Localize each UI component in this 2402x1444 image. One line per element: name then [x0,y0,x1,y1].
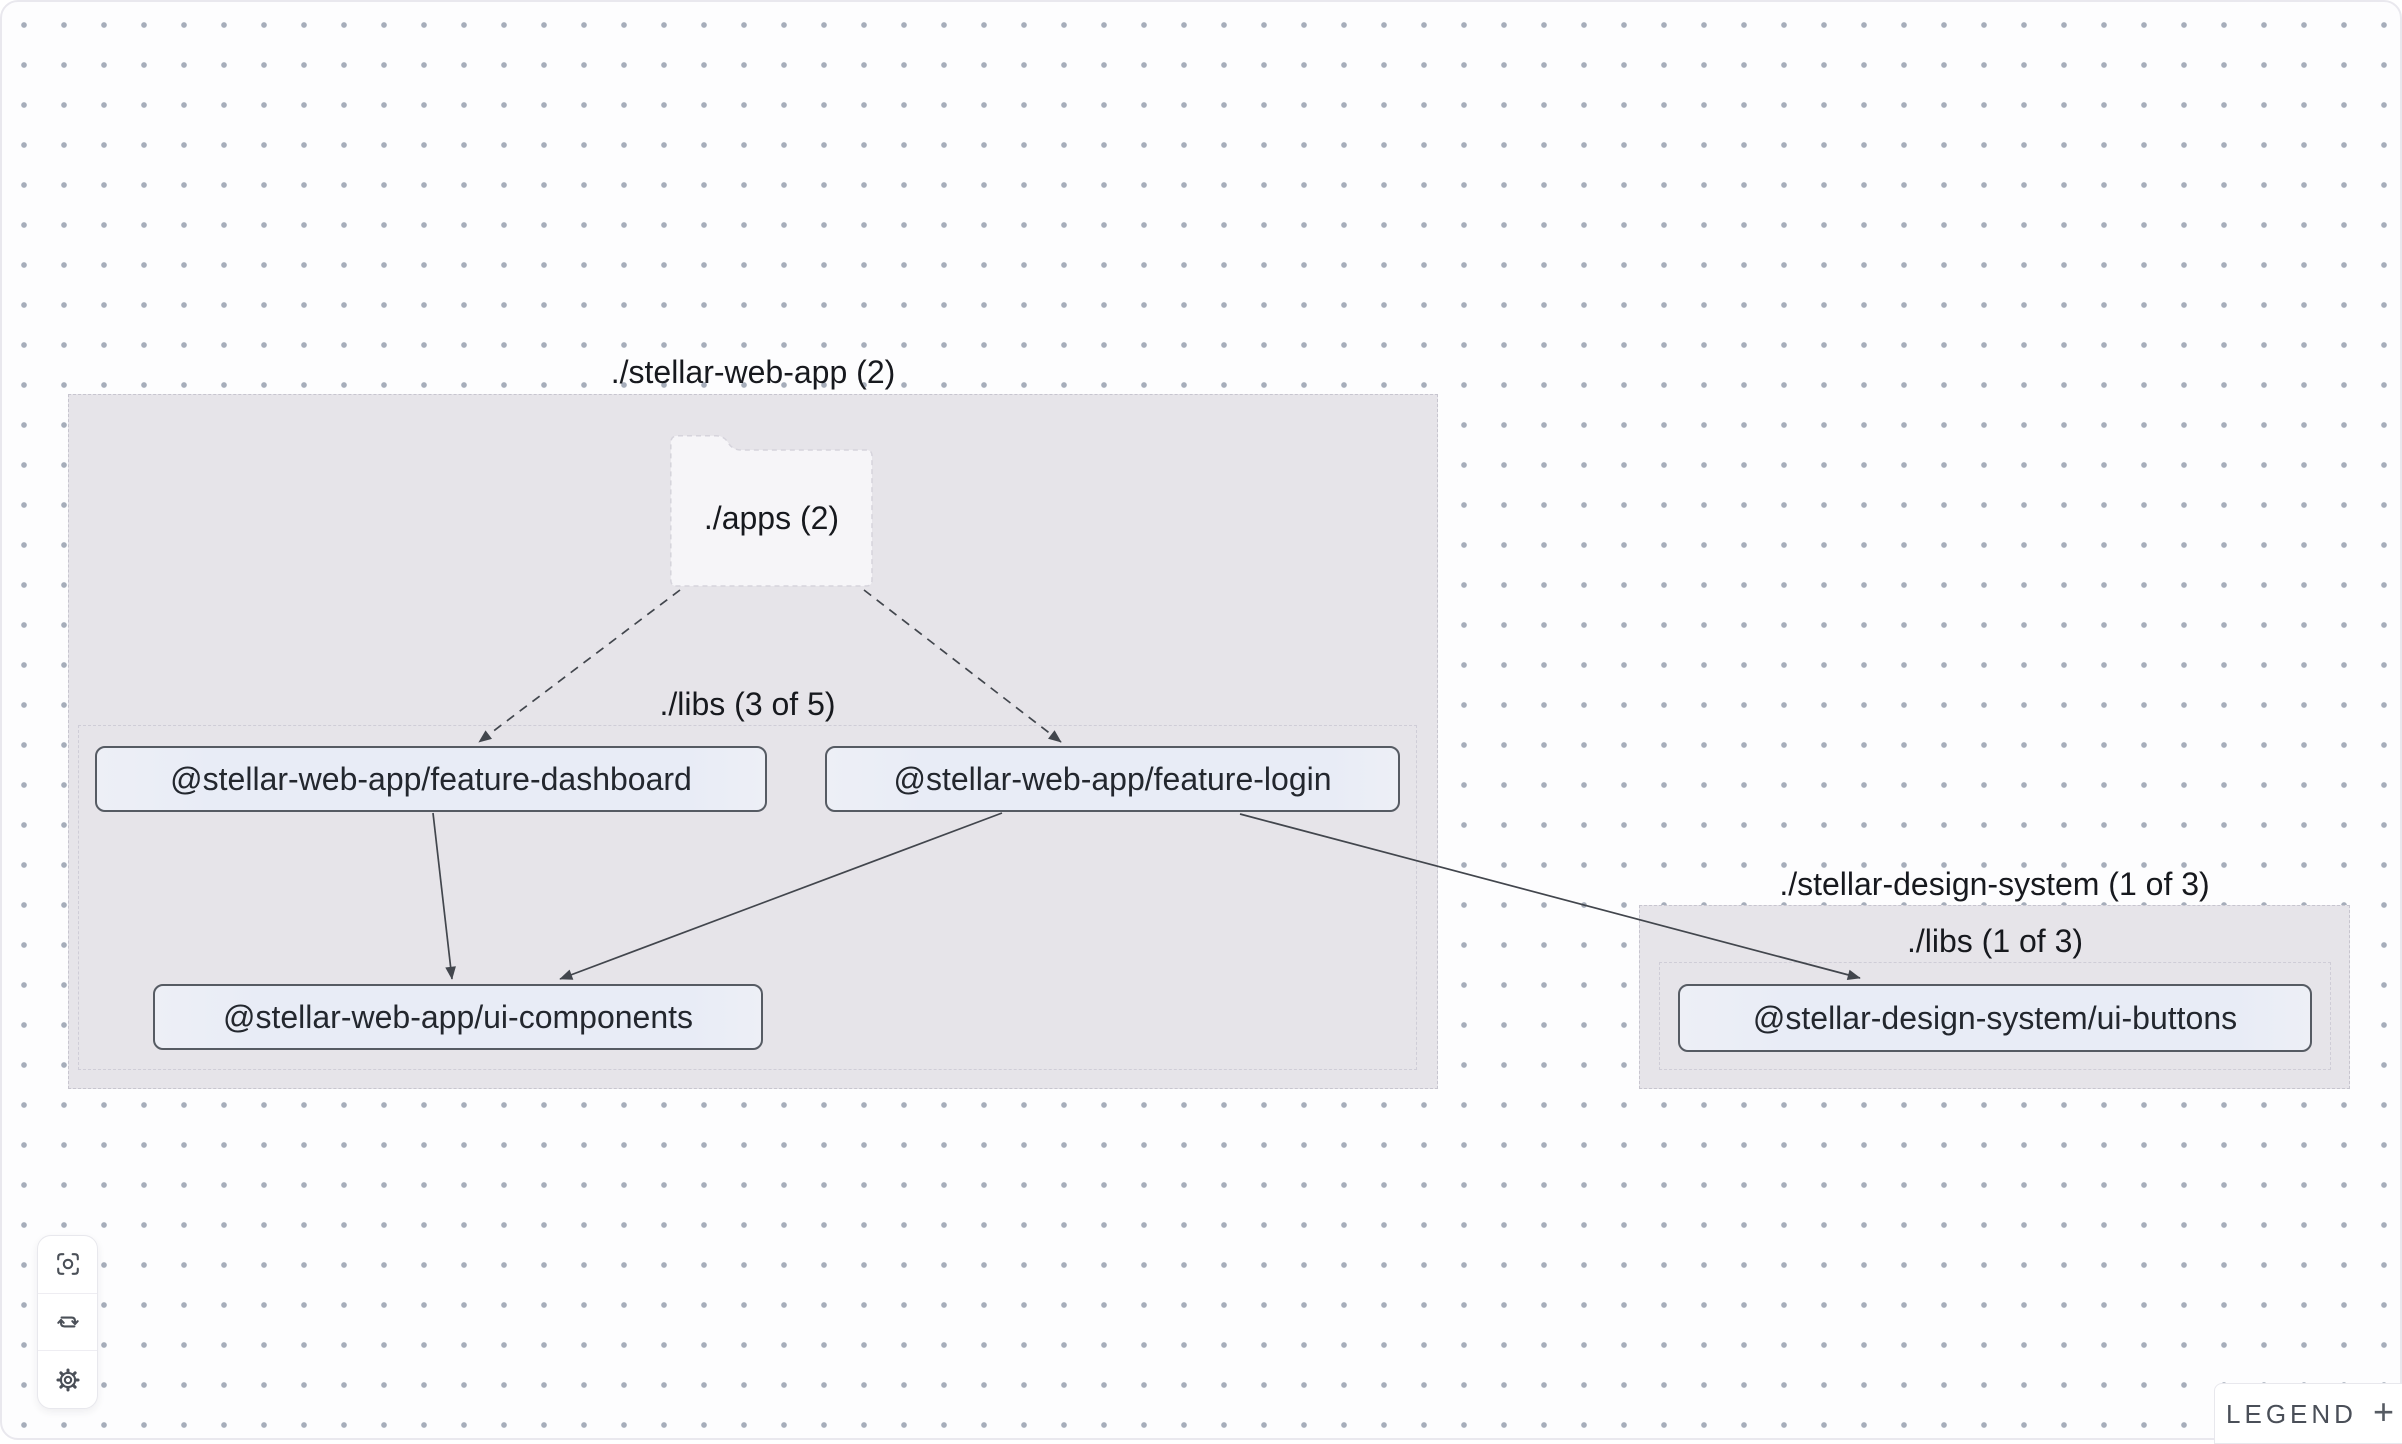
graph-controls-toolbar [37,1235,98,1409]
plus-icon: + [2372,1390,2394,1432]
settings-button[interactable] [38,1350,97,1408]
legend-toggle[interactable]: LEGEND + [2214,1383,2402,1444]
focus-icon [56,1253,79,1276]
folder-node-apps[interactable]: ./apps (2) [670,435,873,587]
folder-label-apps: ./apps (2) [703,500,840,536]
project-node-feature-login[interactable]: @stellar-web-app/feature-login [825,746,1400,812]
refresh-graph-button[interactable] [38,1292,97,1351]
subgroup-label-libs-web-app: ./libs (3 of 5) [659,686,836,722]
group-label-stellar-design-system: ./stellar-design-system (1 of 3) [1779,866,2210,902]
project-node-feature-dashboard[interactable]: @stellar-web-app/feature-dashboard [95,746,767,812]
refresh-icon [56,1316,79,1328]
group-label-stellar-web-app: ./stellar-web-app (2) [610,354,896,390]
legend-label: LEGEND [2226,1398,2357,1429]
project-node-ui-buttons[interactable]: @stellar-design-system/ui-buttons [1678,984,2312,1052]
folder-icon [670,435,873,587]
center-graph-button[interactable] [38,1236,97,1293]
gear-icon [55,1368,80,1392]
subgroup-label-libs-design-system: ./libs (1 of 3) [1906,923,2084,959]
subgroup-libs-stellar-design-system [1659,962,2331,1070]
project-node-ui-components[interactable]: @stellar-web-app/ui-components [153,984,763,1050]
